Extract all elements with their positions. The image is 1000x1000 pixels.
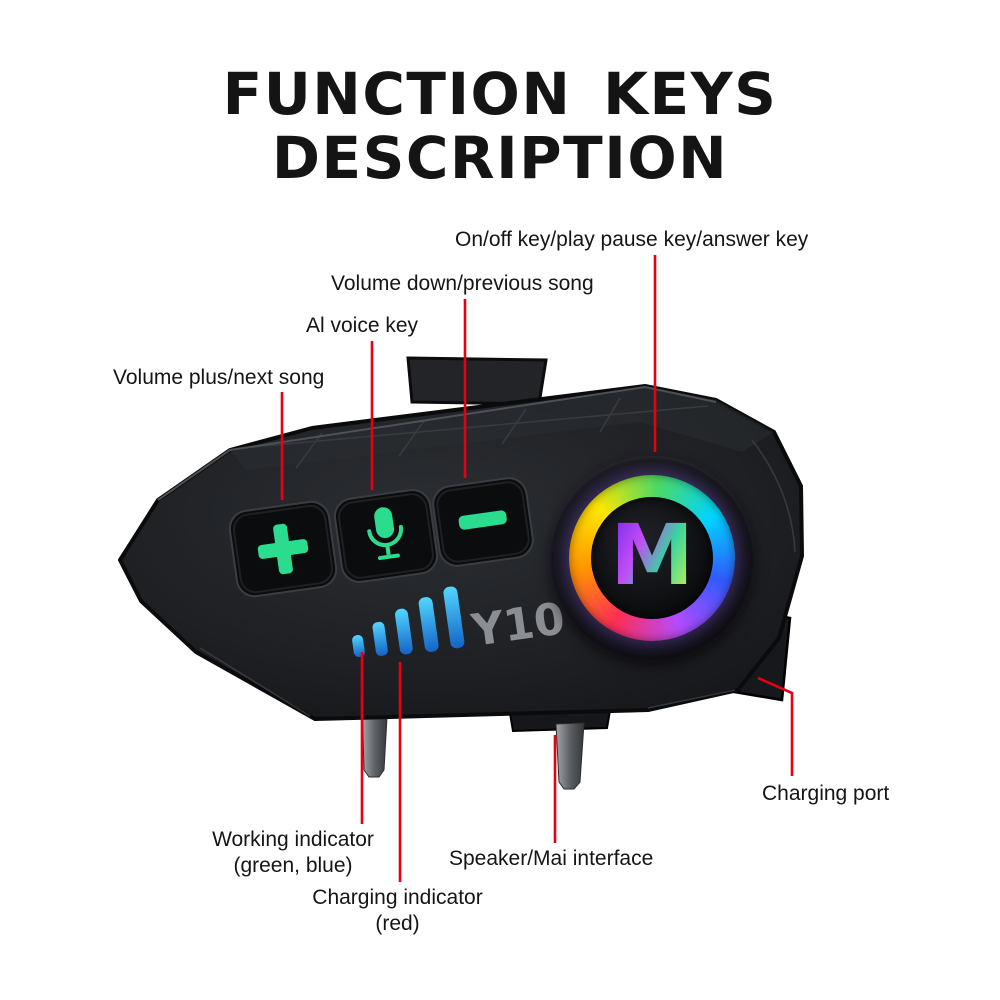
callout-power-key: On/off key/play pause key/answer key	[455, 228, 809, 251]
callout-working-indicator-line2: (green, blue)	[233, 854, 353, 877]
callout-volume-plus: Volume plus/next song	[113, 366, 325, 389]
power-button: M	[591, 497, 713, 619]
plus-icon	[257, 523, 309, 575]
body-facet-lines	[199, 397, 796, 717]
led-indicator-bars	[352, 586, 465, 658]
callout-charging-indicator-line1: Charging indicator	[312, 886, 483, 909]
callout-charging-port: Charging port	[762, 782, 890, 805]
callout-working-indicator: Working indicator (green, blue)	[198, 827, 388, 879]
volume-down-button	[432, 477, 534, 567]
callout-ai-voice: Al voice key	[306, 314, 419, 337]
volume-plus-button	[228, 500, 338, 598]
right-prong	[555, 722, 585, 790]
top-edge-highlight	[157, 385, 717, 501]
page-title: FUNCTION KEYS DESCRIPTION	[0, 62, 1000, 190]
callout-working-indicator-line1: Working indicator	[212, 828, 374, 851]
mic-icon	[367, 507, 403, 561]
title-line-2: DESCRIPTION	[271, 124, 729, 192]
callout-charging-indicator: Charging indicator (red)	[295, 885, 500, 937]
callout-speaker-interface: Speaker/Mai interface	[449, 847, 654, 870]
callout-volume-down: Volume down/previous song	[331, 272, 594, 295]
ai-voice-button	[333, 489, 439, 583]
m-logo-icon: M	[610, 506, 694, 604]
minus-icon	[458, 510, 507, 530]
top-bevel	[230, 386, 774, 470]
title-line-1: FUNCTION KEYS	[222, 60, 778, 128]
line-charging-port	[757, 676, 794, 776]
callout-charging-indicator-line2: (red)	[375, 912, 420, 935]
